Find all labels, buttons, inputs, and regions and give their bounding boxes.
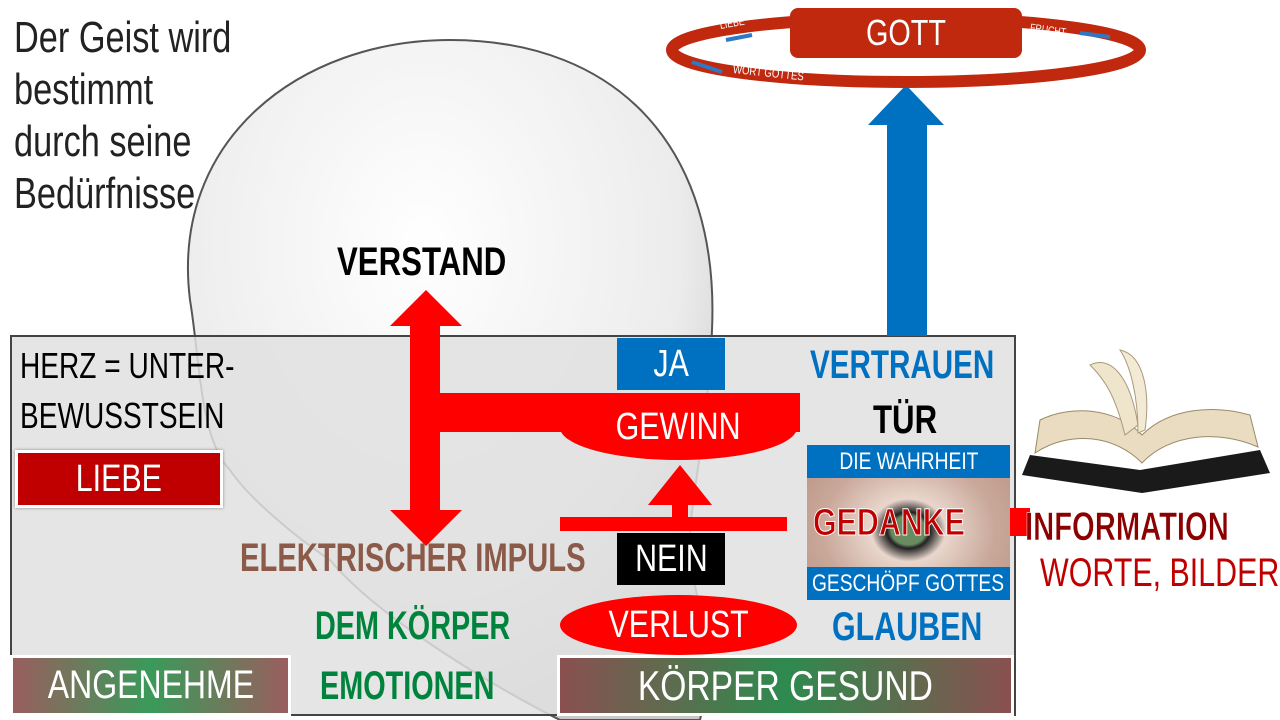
gewinn-ellipse: GEWINN	[560, 395, 797, 460]
tuer-label: TÜR	[873, 398, 938, 442]
emotionen-label: EMOTIONEN	[320, 664, 495, 708]
gedanke-label: GEDANKE	[813, 501, 966, 544]
vertrauen-label: VERTRAUEN	[810, 343, 995, 387]
horizontal-bar-bottom	[560, 517, 787, 531]
glauben-label: GLAUBEN	[832, 605, 983, 649]
angenehme-box: ANGENEHME	[10, 655, 291, 716]
title-line: durch seine	[14, 117, 192, 166]
herz-label: HERZ = UNTER-	[20, 345, 235, 386]
dem-koerper-label: DEM KÖRPER	[315, 604, 511, 648]
bible-icon	[1022, 349, 1270, 493]
liebe-box: LIEBE	[15, 450, 223, 508]
geschoepf-strip: GESCHÖPF GOTTES	[807, 567, 1010, 600]
worte-bilder-label: WORTE, BILDER	[1040, 551, 1280, 595]
blue-up-arrow	[868, 85, 944, 336]
herz-label: BEWUSSTSEIN	[20, 395, 225, 436]
arrow-icon	[691, 60, 723, 74]
nein-box: NEIN	[617, 533, 725, 585]
arrow-icon	[725, 33, 753, 42]
gott-box: GOTT	[790, 8, 1022, 58]
verstand-label: VERSTAND	[337, 240, 507, 284]
information-label: INFORMATION	[1025, 505, 1229, 550]
title-line: Bedürfnisse	[14, 169, 196, 218]
verlust-ellipse: VERLUST	[560, 595, 797, 655]
impuls-label: ELEKTRISCHER IMPULS	[240, 536, 586, 580]
title-line: Der Geist wird	[14, 13, 232, 62]
koerper-gesund-box: KÖRPER GESUND	[557, 655, 1014, 716]
up-arrow-small	[648, 465, 712, 518]
ja-box: JA	[617, 338, 725, 390]
arrow-icon	[1079, 31, 1111, 39]
title-line: bestimmt	[14, 65, 154, 114]
wahrheit-strip: DIE WAHRHEIT	[807, 445, 1010, 478]
